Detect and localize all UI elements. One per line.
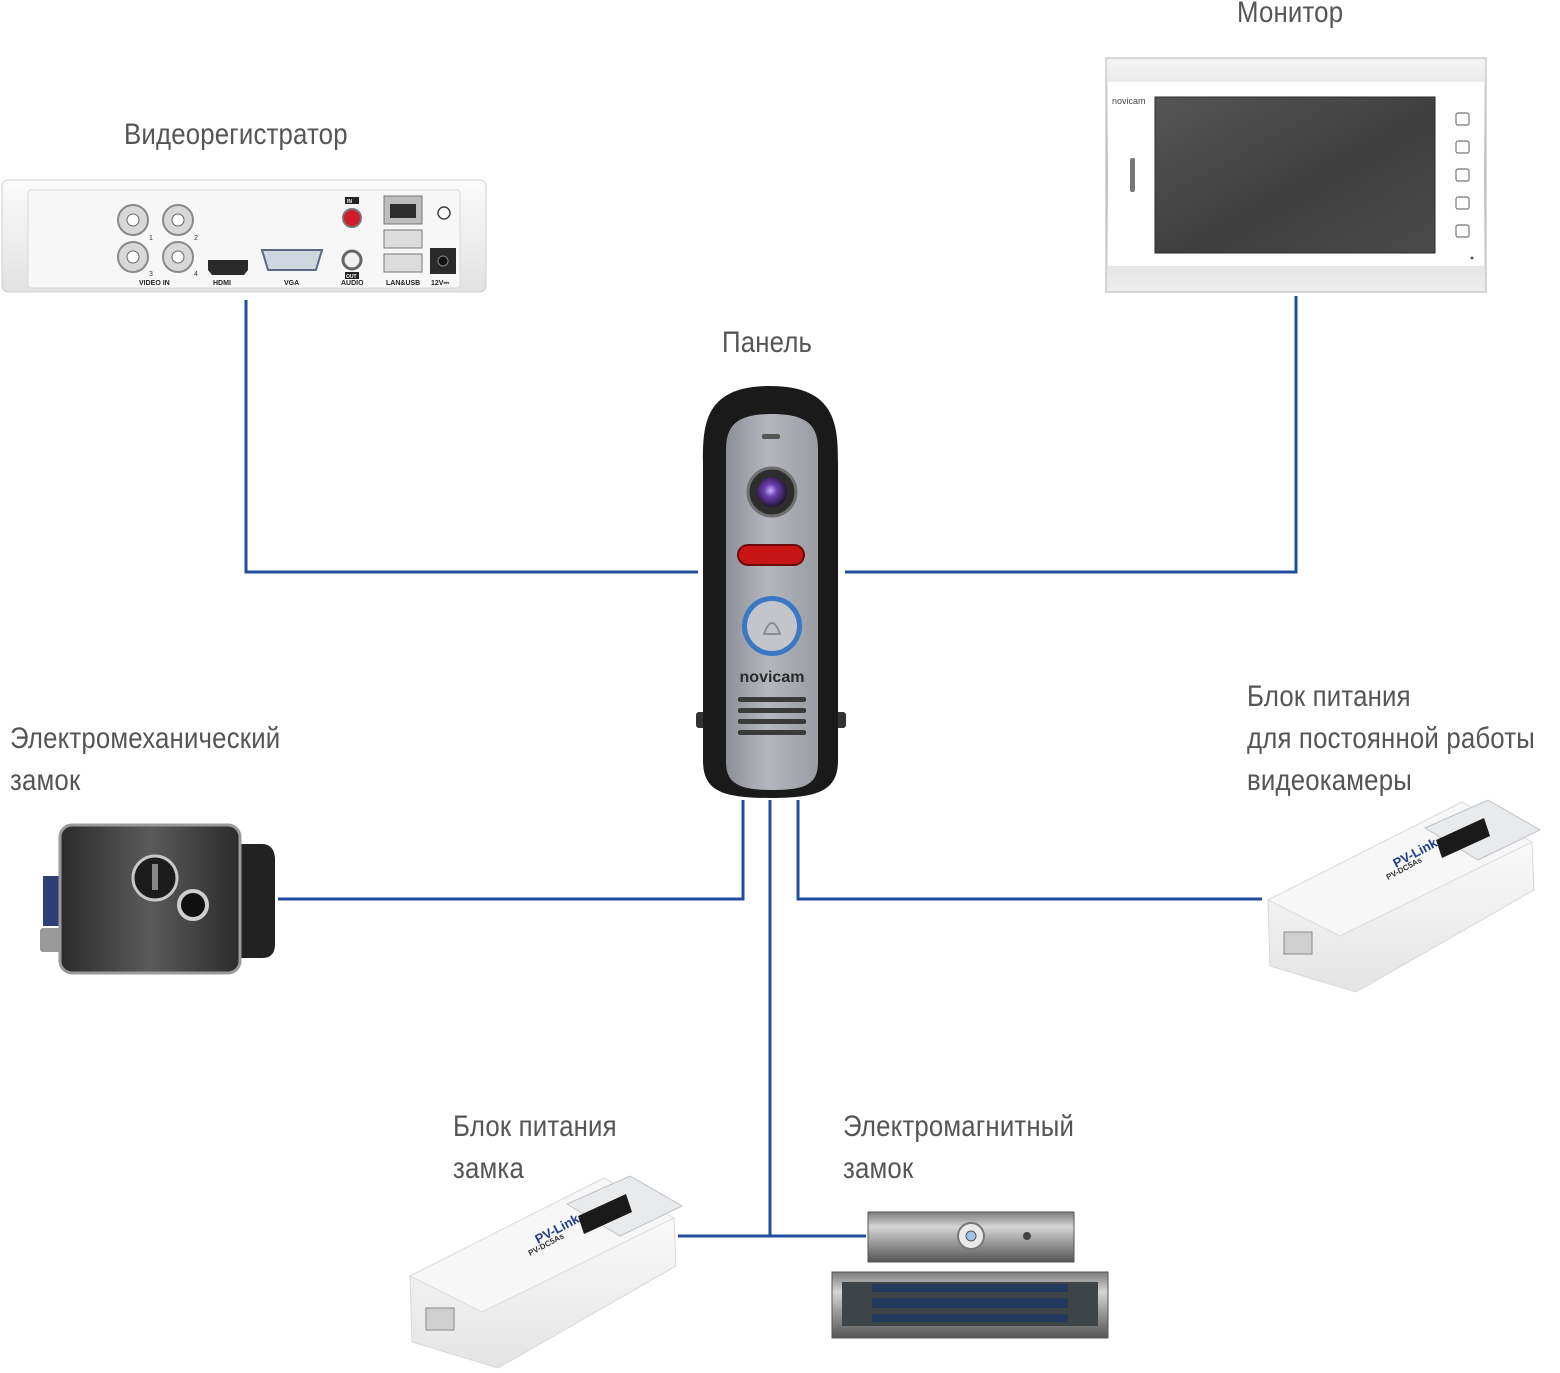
label-monitor: Монитор	[1237, 0, 1344, 29]
label-line: замок	[843, 1152, 914, 1185]
dvr-channel-2: 2	[194, 235, 198, 242]
electromagnetic-lock-device	[831, 1211, 1109, 1339]
vga-port	[260, 249, 324, 271]
hdmi-port	[208, 260, 248, 275]
lock-power-supply-device: PV-Link PV-DC5As	[408, 1175, 684, 1369]
caption-hdmi: HDMI	[213, 280, 231, 287]
dvr-channel-1: 1	[149, 235, 153, 242]
label-line: Блок питания	[1247, 680, 1411, 713]
label-line: Электромеханический	[10, 722, 281, 755]
audio-out-port	[341, 249, 363, 271]
label-line: для постоянной работы	[1247, 722, 1535, 755]
dvr-channel-3: 3	[149, 271, 153, 278]
dvr-port-captions: VIDEO IN HDMI VGA IN OUT AUDIO LAN&USB 1…	[139, 199, 449, 287]
audio-in-port	[342, 208, 362, 228]
wire-panel-monitor	[845, 296, 1298, 574]
label-electromechanical-lock: Электромеханический замок	[10, 718, 280, 802]
dvr-channel-4: 4	[194, 271, 198, 278]
label-camera-power-supply: Блок питания для постоянной работы видео…	[1247, 676, 1535, 802]
ground-screw-icon	[437, 206, 451, 220]
label-line: замок	[10, 764, 81, 797]
caption-audio: AUDIO	[341, 280, 364, 287]
monitor-screen	[1154, 96, 1436, 254]
monitor-button-4	[1455, 196, 1470, 210]
monitor-button-menu	[1455, 224, 1470, 238]
label-line: видеокамеры	[1247, 764, 1412, 797]
speaker-grille	[738, 697, 806, 735]
monitor-touch-buttons	[1455, 112, 1470, 238]
bell-icon	[762, 622, 782, 635]
label-lock-power-supply: Блок питания замка	[453, 1106, 617, 1190]
label-line: Блок питания	[453, 1110, 617, 1143]
label-line: Электромагнитный	[843, 1110, 1075, 1143]
lock-psu-socket	[425, 1307, 455, 1331]
caption-vga: VGA	[284, 280, 299, 287]
dvr-device: 1 2 3 4 VIDEO IN	[1, 179, 487, 293]
panel-brand: novicam	[740, 669, 805, 686]
bnc-connectors	[117, 204, 194, 273]
caption-audio-in: IN	[347, 199, 352, 205]
ir-led-strip	[737, 544, 805, 566]
usb-port-1	[383, 229, 423, 249]
release-button	[177, 889, 209, 921]
dvr-channel-numbers: 1 2 3 4	[149, 235, 198, 278]
label-line: замка	[453, 1152, 524, 1185]
wire-panel-dvr	[244, 300, 698, 574]
monitor-device: novicam	[1105, 57, 1487, 293]
caption-power: 12V⎓	[431, 280, 449, 287]
monitor-button-1	[1455, 112, 1470, 126]
label-dvr: Видеорегистратор	[124, 118, 348, 151]
label-panel: Панель	[722, 326, 813, 359]
label-electromagnetic-lock: Электромагнитный замок	[843, 1106, 1074, 1190]
wire-panel-electromechanical-lock	[278, 800, 745, 901]
monitor-button-3	[1455, 168, 1470, 182]
wire-panel-camera-power-supply	[796, 800, 1262, 901]
call-panel-device: novicam	[696, 386, 846, 798]
caption-lan-usb: LAN&USB	[386, 280, 420, 287]
electromechanical-lock-device	[40, 823, 275, 975]
wire-panel-lock-power-supply	[678, 800, 772, 1238]
caption-audio-out: OUT	[346, 274, 357, 280]
camera-psu-socket	[1283, 931, 1313, 955]
usb-port-2	[383, 253, 423, 273]
wires	[244, 296, 1298, 1238]
monitor-brand: novicam	[1112, 96, 1146, 106]
caption-video-in: VIDEO IN	[139, 280, 170, 287]
monitor-button-2	[1455, 140, 1470, 154]
camera-power-supply-device: PV-Link PV-DC5As	[1266, 799, 1542, 993]
